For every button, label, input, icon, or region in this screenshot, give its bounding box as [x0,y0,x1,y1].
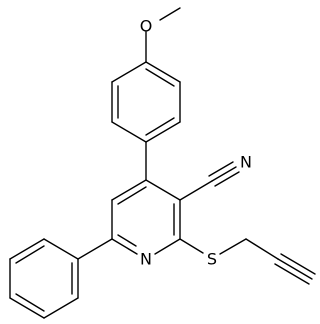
triple-bond [280,253,316,275]
bond-inner [15,293,45,312]
bond [9,297,45,319]
triple-bond [208,161,234,177]
bond [43,238,79,260]
pyridine-ring [111,179,181,255]
bond [154,238,181,255]
bond-ring-s [179,238,204,254]
atom-n-nitrile: N [240,153,252,172]
bond-methyl-o [159,7,181,21]
methoxyphenyl-ring [111,61,181,143]
bond [111,179,147,201]
phenyl-ring [9,238,79,319]
bond-ring-cn [179,180,213,201]
bond-inner [117,234,137,247]
bond [43,297,79,319]
bond [145,179,181,201]
bond-s-ch2 [219,238,247,255]
triple-bond [214,171,240,187]
bond-inner [145,68,175,87]
bond-ring-phenyl [77,238,113,260]
bond [9,238,45,260]
bond-ch2-c [245,238,279,260]
atom-o-methoxy: O [140,17,153,36]
atom-s-thioether: S [207,250,217,269]
bond-inner [117,186,147,205]
triple-bond [277,258,313,280]
bond [111,238,138,255]
triple-bond [274,263,310,285]
bond-inner [15,245,45,264]
atom-n-pyridine: N [140,250,152,269]
bond-inner [145,117,175,136]
bond [111,121,147,143]
bond [145,121,181,143]
bond [145,61,181,83]
bond [111,61,147,83]
triple-bond [211,166,237,182]
